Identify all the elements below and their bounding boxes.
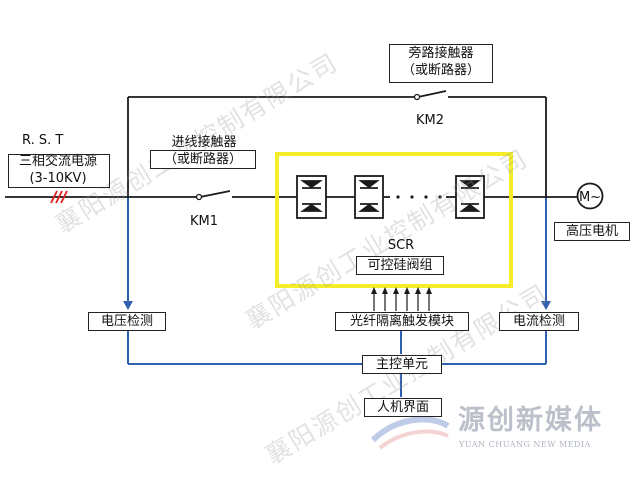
km2-title-line1: 旁路接触器 bbox=[408, 46, 474, 61]
current-detect-label: 电流检测 bbox=[512, 314, 565, 329]
logo-subtitle: YUAN CHUANG NEW MEDIA bbox=[459, 440, 591, 449]
km1-title-line2: （或断路器） bbox=[163, 152, 242, 167]
hmi-box: 人机界面 bbox=[364, 398, 442, 417]
km2-tag: KM2 bbox=[416, 113, 445, 128]
thyristor-pair-2 bbox=[354, 175, 384, 219]
km1-tag: KM1 bbox=[190, 214, 219, 229]
scr-label: SCR bbox=[387, 238, 415, 253]
km1-title-line1: 进线接触器 bbox=[171, 135, 237, 150]
power-source-box: 三相交流电源 (3-10KV) bbox=[8, 153, 108, 187]
km2-title-line2: （或断路器） bbox=[401, 63, 480, 78]
trigger-arrows bbox=[373, 292, 430, 311]
trigger-arrowheads bbox=[371, 287, 432, 294]
current-detect-box: 电流检测 bbox=[499, 312, 579, 331]
phase-label: R. S. T bbox=[22, 133, 64, 148]
thyristor-pair-3 bbox=[455, 175, 485, 219]
km1-title-box: （或断路器） bbox=[150, 150, 256, 169]
main-control-label: 主控单元 bbox=[375, 357, 428, 372]
km2-contact bbox=[413, 93, 421, 101]
fiber-trigger-label: 光纤隔离触发模块 bbox=[349, 314, 454, 329]
hmi-label: 人机界面 bbox=[376, 400, 429, 415]
phase-marks bbox=[50, 190, 68, 204]
motor-name: 高压电机 bbox=[565, 224, 618, 239]
scr-name-box: 可控硅阀组 bbox=[356, 256, 444, 275]
km2-title-box: 旁路接触器 （或断路器） bbox=[389, 44, 493, 83]
voltage-detect-label: 电压检测 bbox=[100, 314, 153, 329]
ellipsis-dots bbox=[396, 195, 442, 199]
current-sense-arrow bbox=[541, 301, 551, 310]
fiber-trigger-box: 光纤隔离触发模块 bbox=[335, 312, 469, 331]
scr-name: 可控硅阀组 bbox=[367, 258, 433, 273]
km2-blade bbox=[417, 90, 447, 98]
logo-swoosh-icon bbox=[370, 416, 450, 450]
motor-symbol: M~ bbox=[579, 190, 601, 205]
control-wiring bbox=[127, 197, 547, 397]
km1-blade bbox=[199, 190, 231, 198]
main-control-box: 主控单元 bbox=[362, 355, 442, 374]
power-wiring bbox=[5, 90, 578, 198]
motor-icon bbox=[576, 182, 604, 210]
power-source-frame bbox=[8, 154, 110, 188]
km1-contact bbox=[195, 193, 203, 201]
voltage-sense-arrow bbox=[123, 301, 133, 310]
motor-name-box: 高压电机 bbox=[554, 222, 630, 241]
power-source-name: 三相交流电源 bbox=[18, 154, 97, 169]
logo-title: 源创新媒体 bbox=[458, 405, 603, 436]
scr-frame bbox=[275, 152, 513, 288]
thyristor-pair-1 bbox=[296, 175, 327, 219]
voltage-detect-box: 电压检测 bbox=[88, 312, 166, 331]
power-source-voltage: (3-10KV) bbox=[29, 171, 87, 186]
